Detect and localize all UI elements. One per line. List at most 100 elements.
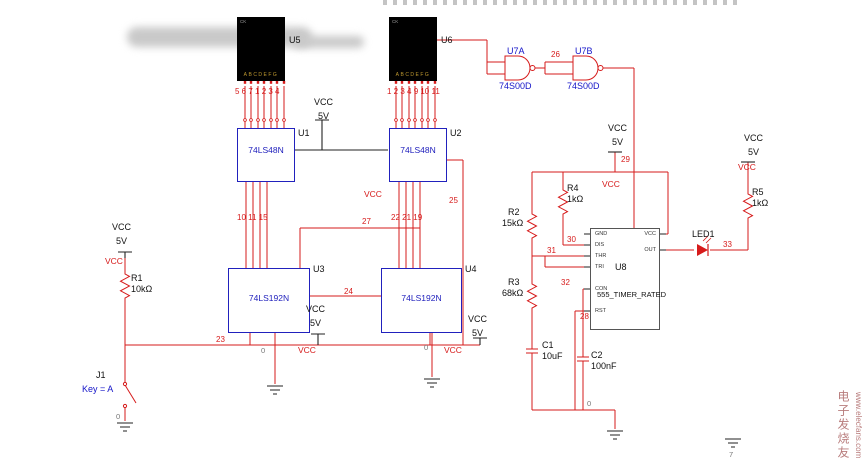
part-number: 74LS48N (400, 145, 436, 155)
v5-label: 5V (748, 147, 760, 157)
net-label-29: 29 (621, 155, 630, 164)
net-label-30: 30 (567, 235, 576, 244)
resistor-r2[interactable] (522, 208, 542, 244)
vcc-label: VCC (468, 314, 488, 324)
part-number: 74LS48N (248, 145, 284, 155)
ref-r5: R5 (752, 187, 764, 197)
ground-symbols (116, 378, 742, 448)
ic-u4-74ls192[interactable]: 74LS192N (381, 268, 462, 333)
ref-r4: R4 (567, 183, 579, 193)
capacitor-c2[interactable] (572, 350, 594, 366)
value-r2: 15kΩ (502, 218, 524, 228)
vcc-label: VCC (608, 123, 628, 133)
net-label-33: 33 (723, 240, 732, 249)
bus-net-labels-right: 22 21 19 (391, 213, 423, 222)
pin-gnd: GND (595, 231, 608, 237)
net-label-31: 31 (547, 246, 556, 255)
vcc-net-label: VCC (364, 189, 382, 199)
seven-seg-display-u6[interactable]: CK ABCDEFG (389, 17, 437, 81)
value-r4: 1kΩ (567, 194, 584, 204)
display-pin-dots (243, 81, 437, 84)
value-c2: 100nF (591, 361, 617, 371)
value-r1: 10kΩ (131, 284, 153, 294)
v5-label: 5V (310, 318, 322, 328)
watermark-site-url: www.elecfans.com (854, 392, 863, 459)
resistor-r5[interactable] (738, 188, 758, 224)
resistor-r1[interactable] (115, 268, 135, 304)
pin-rst: RST (595, 308, 606, 314)
led-led1[interactable] (692, 240, 712, 260)
ref-u7b: U7B (575, 46, 593, 56)
ref-u2: U2 (450, 128, 462, 138)
net-label-25: 25 (449, 196, 458, 205)
gnd-net-label: 0 (116, 412, 121, 421)
power-symbols (118, 119, 755, 345)
net-label-23: 23 (216, 335, 225, 344)
ic-u1-74ls48[interactable]: 74LS48N (237, 128, 295, 182)
gnd-net-label: 0 (587, 399, 592, 408)
nand-gate-u7a[interactable] (503, 54, 537, 82)
vcc-label: VCC (744, 133, 764, 143)
ref-u7a: U7A (507, 46, 525, 56)
part-number-555: 555_TIMER_RATED (597, 290, 667, 299)
pin-tri: TRI (595, 264, 604, 270)
pin-con: CON (595, 286, 608, 292)
value-c1: 10uF (542, 351, 563, 361)
pin-out: OUT (644, 247, 656, 253)
ref-r3: R3 (508, 277, 520, 287)
nand-gate-u7b[interactable] (571, 54, 605, 82)
red-wires (120, 39, 753, 429)
resistor-r3[interactable] (522, 278, 542, 314)
vcc-net-label: VCC (444, 345, 462, 355)
part-number: 74LS192N (248, 293, 290, 303)
display-segment-letters: ABCDEFG (243, 72, 279, 78)
vcc-label: VCC (306, 304, 326, 314)
switch-j1[interactable] (112, 378, 140, 412)
seven-seg-display-u5[interactable]: CK ABCDEFG (237, 17, 285, 81)
net-label-28: 28 (580, 312, 589, 321)
ref-u6: U6 (441, 35, 453, 45)
vcc-label: VCC (112, 222, 132, 232)
capacitor-c1[interactable] (522, 342, 544, 358)
ref-u1: U1 (298, 128, 310, 138)
switch-key-label: Key = A (82, 384, 114, 394)
vcc-net-label: VCC (602, 179, 620, 189)
cropped-top-text (383, 0, 741, 5)
vcc-net-label: VCC (105, 256, 123, 266)
ref-u3: U3 (313, 264, 325, 274)
display-u6-pin-numbers: 1 2 3 4 9 10 11 (387, 87, 440, 96)
ref-led1: LED1 (692, 229, 715, 239)
vcc-net-label: VCC (738, 162, 756, 172)
resistor-r4[interactable] (553, 184, 573, 220)
ic-u2-74ls48[interactable]: 74LS48N (389, 128, 447, 182)
ref-r2: R2 (508, 207, 520, 217)
net-label-27: 27 (362, 217, 371, 226)
ic-u3-74ls192[interactable]: 74LS192N (228, 268, 310, 333)
gnd-net-label: 0 (261, 346, 266, 355)
display-corner-label: CK (240, 19, 247, 24)
part-number: 74LS192N (401, 293, 442, 303)
ref-r1: R1 (131, 273, 143, 283)
part-u7a: 74S00D (499, 81, 532, 91)
part-u7b: 74S00D (567, 81, 600, 91)
ref-c2: C2 (591, 350, 603, 360)
connector-bubbles (243, 118, 437, 122)
display-segment-letters: ABCDEFG (395, 72, 431, 78)
ref-u8: U8 (615, 262, 627, 272)
led-symbol (697, 244, 709, 256)
pin-thr: THR (595, 253, 607, 259)
value-r3: 68kΩ (502, 288, 524, 298)
net-label-26: 26 (551, 50, 560, 59)
v5-label: 5V (116, 236, 128, 246)
v5-label: 5V (318, 111, 330, 121)
ic-u8-555-timer[interactable]: GND DIS THR TRI CON RST VCC OUT U8 555_T… (590, 228, 666, 330)
ref-u5: U5 (289, 35, 301, 45)
net-label-24: 24 (344, 287, 353, 296)
v5-label: 5V (612, 137, 624, 147)
vcc-net-label: VCC (298, 345, 316, 355)
pin-dis: DIS (595, 242, 605, 248)
net-label-7: 7 (729, 450, 734, 459)
blurred-text-smudge-2 (292, 36, 364, 48)
